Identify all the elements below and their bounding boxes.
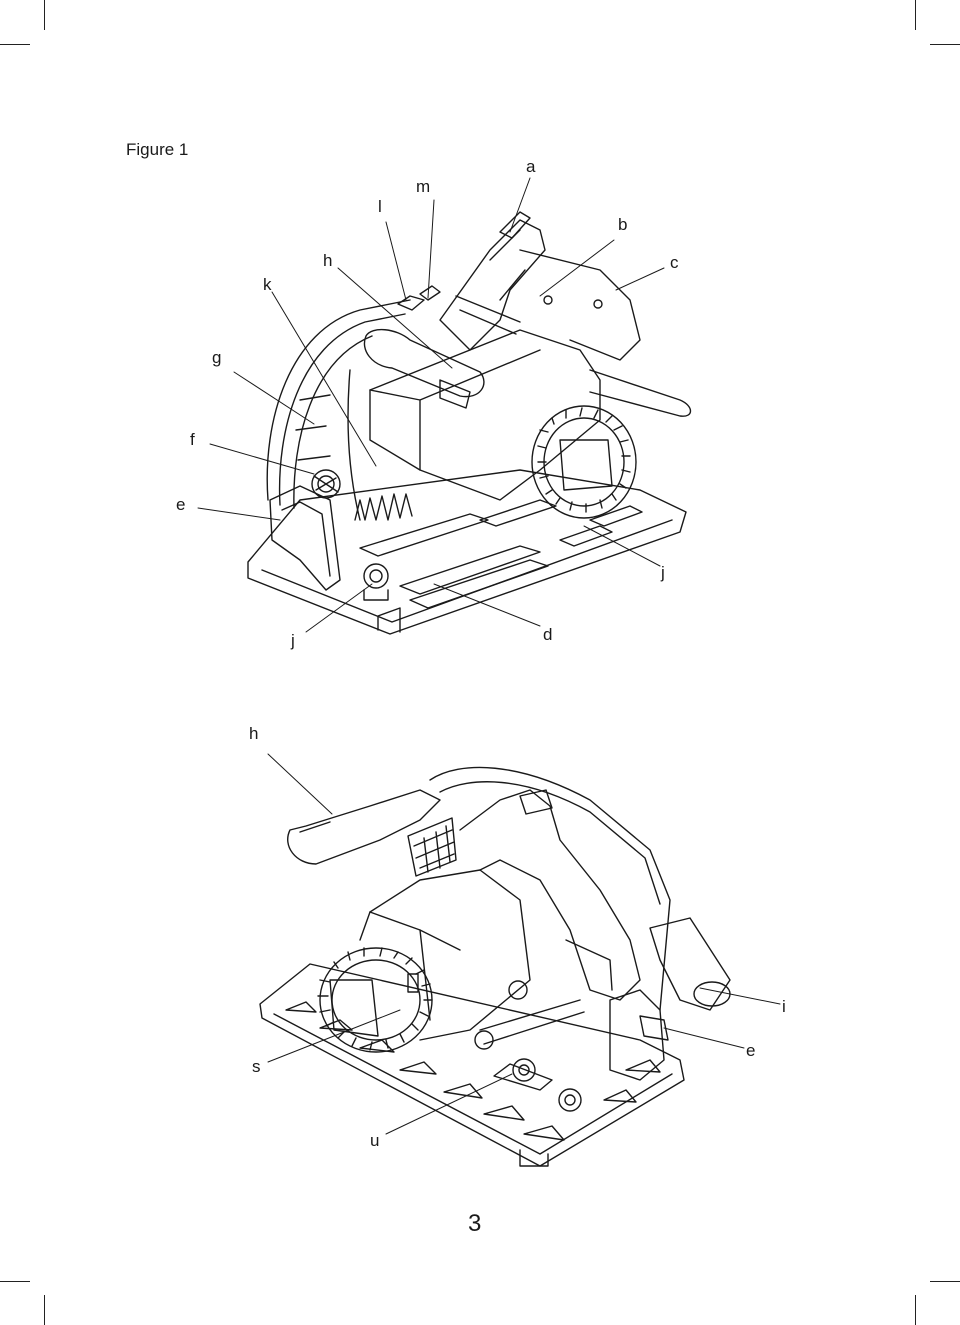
motor-housing	[360, 870, 530, 1040]
callout-s: s	[252, 1057, 261, 1076]
callout-u: u	[370, 1131, 380, 1150]
callout-e: e	[746, 1041, 756, 1060]
saw-blade	[355, 494, 412, 520]
callout-f: f	[190, 430, 195, 449]
crop-mark	[915, 1295, 916, 1325]
rear-handle	[460, 790, 640, 1000]
callout-c: c	[670, 253, 679, 272]
motor-housing	[370, 330, 600, 500]
crop-mark	[915, 0, 916, 30]
blade-guard	[267, 300, 410, 500]
callout-d: d	[543, 625, 553, 644]
callout-j: j	[291, 631, 295, 650]
base-plate	[248, 470, 686, 634]
leader-lines	[198, 178, 664, 632]
crop-mark	[930, 1281, 960, 1282]
motor-end-cap	[532, 406, 636, 518]
front-handle	[364, 330, 483, 397]
callout-h: h	[323, 251, 333, 270]
callout-m: m	[416, 177, 431, 196]
crop-mark	[44, 1295, 45, 1325]
crop-mark	[44, 0, 45, 30]
crop-mark	[0, 1281, 30, 1282]
rear-handle	[440, 220, 545, 350]
dust-port	[650, 918, 730, 1010]
callout-b: b	[618, 215, 628, 234]
figure-title: Figure 1	[126, 140, 189, 159]
callout-j: j	[661, 563, 665, 582]
callout-h: h	[249, 724, 259, 743]
callout-k: k	[263, 275, 272, 294]
saw-bottom-view	[260, 754, 780, 1166]
callout-e: e	[176, 495, 186, 514]
crop-mark	[0, 44, 30, 45]
blade-guard	[430, 767, 670, 1010]
saw-top-view	[198, 178, 691, 634]
base-plate	[260, 964, 684, 1166]
front-handle	[288, 790, 440, 864]
callout-g: g	[212, 348, 222, 367]
crop-mark	[930, 44, 960, 45]
page-number: 3	[468, 1210, 482, 1237]
callout-l: l	[378, 197, 382, 216]
leader-lines	[268, 754, 780, 1134]
callout-i: i	[782, 997, 786, 1016]
callout-a: a	[526, 157, 536, 176]
